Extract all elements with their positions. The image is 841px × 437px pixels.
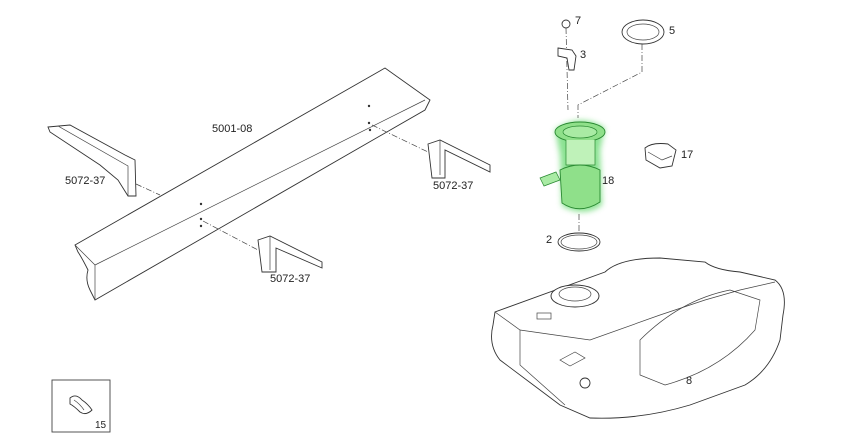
frame-beam[interactable]	[74, 67, 431, 301]
label-part-17: 17	[681, 149, 694, 161]
label-bracket-right: 5072-37	[433, 180, 474, 192]
part-2-seal[interactable]	[557, 232, 601, 252]
label-bracket-bottom: 5072-37	[270, 273, 311, 285]
part-5-lock-ring[interactable]	[577, 19, 665, 118]
bracket-left[interactable]	[47, 124, 161, 197]
label-5001-08: 5001-08	[212, 123, 253, 135]
part-17-cap[interactable]	[644, 143, 677, 169]
part-7-nut[interactable]	[561, 19, 571, 111]
part-15-clip-box[interactable]	[51, 379, 111, 433]
bracket-right[interactable]	[371, 124, 491, 179]
label-part-15: 15	[95, 420, 107, 431]
part-18-fuel-pump[interactable]	[539, 120, 606, 236]
label-part-7: 7	[575, 15, 582, 27]
part-3-connector[interactable]	[557, 47, 577, 71]
label-part-5: 5	[669, 25, 676, 37]
bracket-bottom[interactable]	[202, 220, 323, 273]
label-part-8: 8	[686, 375, 693, 387]
label-part-2: 2	[546, 234, 553, 246]
part-8-fuel-tank[interactable]	[491, 257, 785, 419]
label-part-3: 3	[580, 49, 587, 61]
label-bracket-left: 5072-37	[65, 175, 106, 187]
label-part-18: 18	[602, 175, 615, 187]
